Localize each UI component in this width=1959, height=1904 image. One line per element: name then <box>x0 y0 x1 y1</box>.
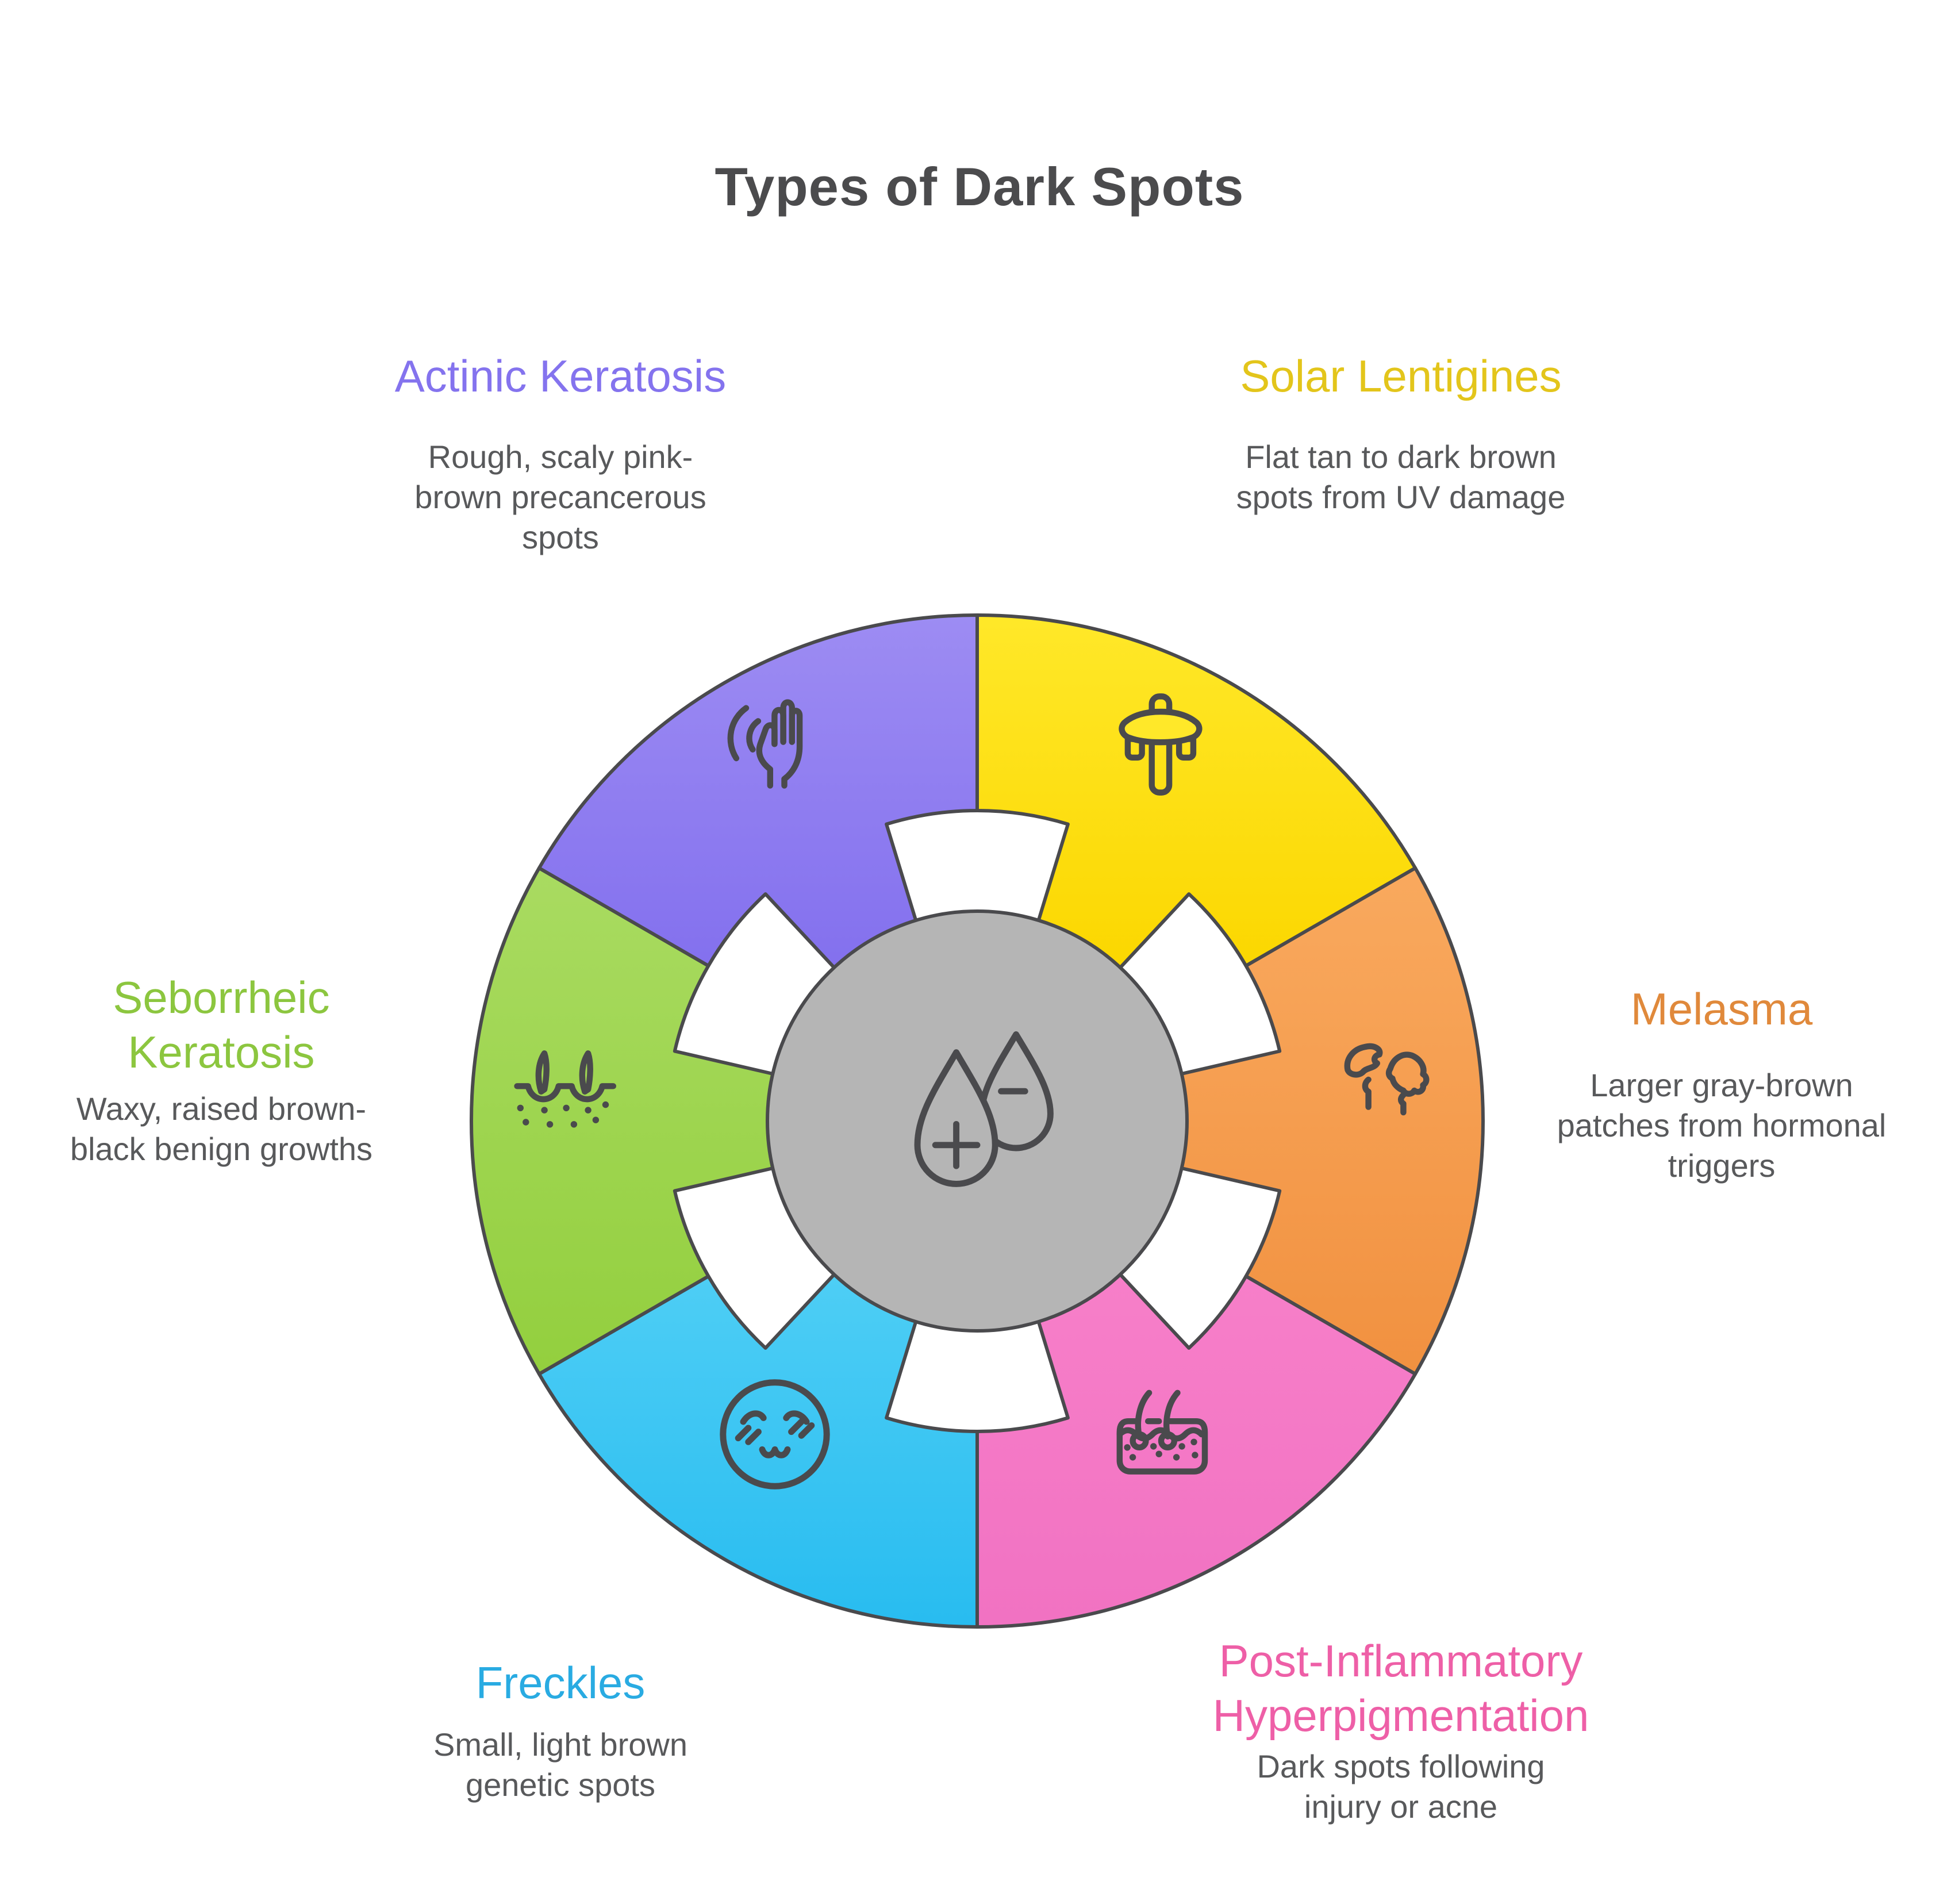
label-solar-lentigines: Solar Lentigines Flat tan to dark brown … <box>1194 349 1608 517</box>
description-seborrheic-keratosis: Waxy, raised brown-black benign growths <box>70 1091 373 1168</box>
label-freckles: Freckles Small, light brown genetic spot… <box>354 1656 767 1805</box>
heading-freckles: Freckles <box>475 1657 646 1708</box>
label-post-inflammatory-hyperpigmentation: Post-Inflammatory Hyperpigmentation Dark… <box>1131 1634 1671 1827</box>
heading-solar-lentigines: Solar Lentigines <box>1240 351 1562 401</box>
segment-seborrheic-keratosis <box>470 866 778 1376</box>
heading-seborrheic-keratosis: Seborrheic Keratosis <box>113 972 330 1078</box>
water-drops-plus-minus-icon <box>914 1031 1054 1187</box>
label-melasma: Melasma Larger gray-brown patches from h… <box>1543 982 1900 1186</box>
description-melasma: Larger gray-brown patches from hormonal … <box>1557 1067 1887 1184</box>
heading-actinic-keratosis: Actinic Keratosis <box>394 351 727 401</box>
label-seborrheic-keratosis: Seborrheic Keratosis Waxy, raised brown-… <box>43 970 400 1169</box>
description-freckles: Small, light brown genetic spots <box>433 1726 687 1803</box>
hair-follicle-icon <box>514 1050 617 1128</box>
heading-melasma: Melasma <box>1630 984 1813 1034</box>
touch-hand-icon <box>727 699 803 789</box>
description-post-inflammatory-hyperpigmentation: Dark spots following injury or acne <box>1257 1748 1545 1825</box>
page-title: Types of Dark Spots <box>715 156 1244 217</box>
blushing-face-icon <box>720 1379 830 1490</box>
label-actinic-keratosis: Actinic Keratosis Rough, scaly pink-brow… <box>354 349 767 558</box>
skin-layer-icon <box>1116 1389 1208 1475</box>
heading-post-inflammatory-hyperpigmentation: Post-Inflammatory Hyperpigmentation <box>1212 1636 1589 1741</box>
segment-melasma <box>1177 866 1485 1376</box>
description-actinic-keratosis: Rough, scaly pink-brown precancerous spo… <box>414 439 706 556</box>
continents-icon <box>1344 1043 1430 1116</box>
cross-drape-icon <box>1119 693 1203 796</box>
description-solar-lentigines: Flat tan to dark brown spots from UV dam… <box>1236 439 1566 516</box>
